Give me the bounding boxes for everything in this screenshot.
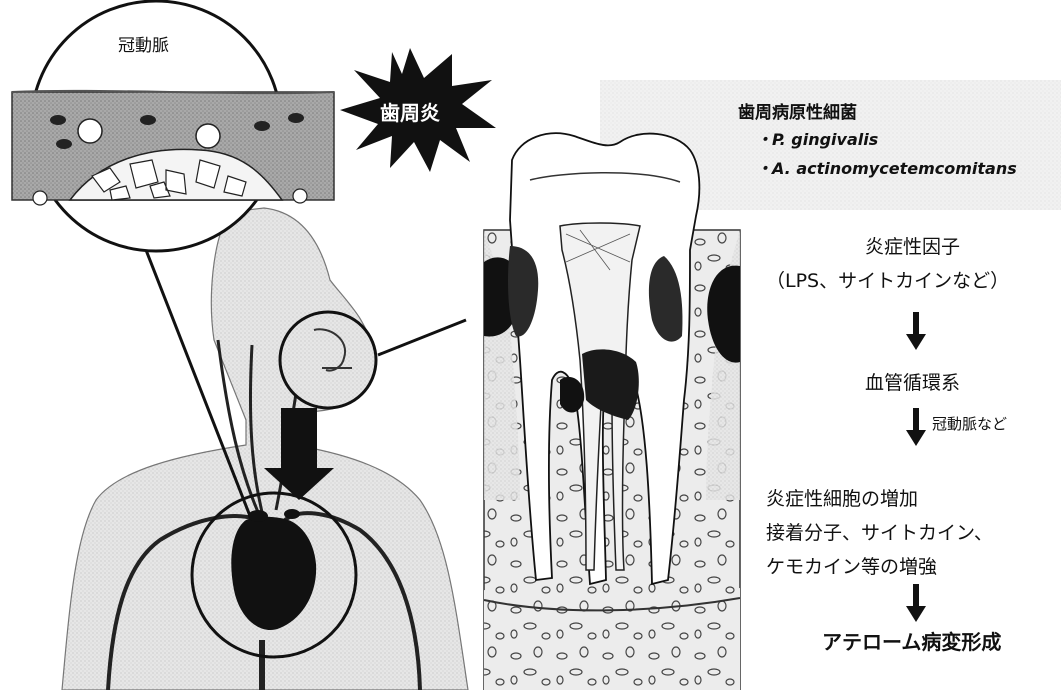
flow-step-chemokines: ケモカイン等の増強 xyxy=(766,552,937,579)
coronary-label: 冠動脈 xyxy=(118,31,169,56)
bacteria-item: ・P. gingivalis xyxy=(756,126,878,150)
flow-step-inflammatory-cells: 炎症性細胞の増加 xyxy=(766,484,918,511)
periodontitis-label: 歯周炎 xyxy=(380,97,440,126)
flow-step-lps-cytokines: （LPS、サイトカインなど） xyxy=(766,266,1009,293)
mouth-zoom xyxy=(280,312,376,408)
tooth-cross-section xyxy=(484,133,740,690)
bacteria-title: 歯周病原性細菌 xyxy=(738,98,857,123)
flow-step-adhesion-molecules: 接着分子、サイトカイン、 xyxy=(766,518,993,545)
flow-side-note: 冠動脈など xyxy=(932,413,1007,434)
flow-step-circulation: 血管循環系 xyxy=(865,368,960,395)
flow-step-inflammatory-factor: 炎症性因子 xyxy=(865,232,960,259)
flow-result: アテローム病変形成 xyxy=(822,626,1001,655)
bacteria-item: ・A. actinomycetemcomitans xyxy=(756,155,1017,179)
mouth-connector-line xyxy=(378,320,466,355)
